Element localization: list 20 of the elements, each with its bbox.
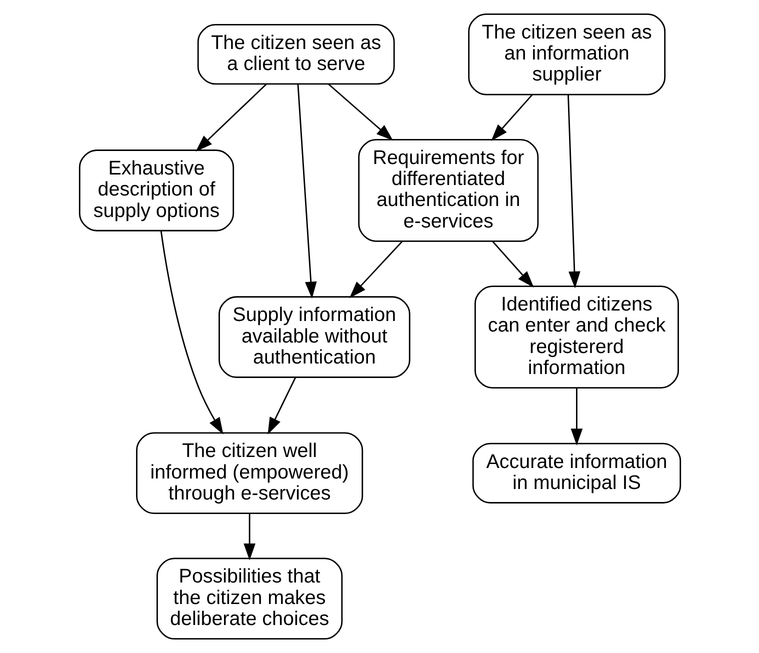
node-box: Possibilities that the citizen makes deliberate choices bbox=[156, 558, 342, 640]
arrow bbox=[195, 84, 266, 152]
arrow bbox=[492, 240, 534, 288]
node-box: Supply information available without authentication bbox=[218, 296, 410, 378]
arrow bbox=[570, 388, 582, 446]
node-box: Requirements for differentiated authentication in e-services bbox=[358, 138, 538, 242]
node-box: Accurate information in municipal IS bbox=[472, 442, 681, 504]
node-box: The citizen seen as a client to serve bbox=[196, 24, 394, 85]
arrow bbox=[243, 513, 255, 560]
node-box: Identified citizens can enter and check registererd information bbox=[474, 286, 678, 389]
node-box: Exhaustive description of supply options bbox=[78, 150, 234, 232]
arrow bbox=[296, 84, 316, 299]
arrow bbox=[490, 94, 532, 141]
arrow bbox=[327, 83, 393, 141]
arrow bbox=[348, 240, 402, 298]
arrow bbox=[160, 230, 223, 434]
arrow bbox=[567, 94, 580, 288]
node-box: The citizen well informed (empowered) through e-services bbox=[136, 432, 363, 514]
node-box: The citizen seen as an information supplier bbox=[468, 13, 666, 96]
arrow bbox=[267, 377, 296, 434]
